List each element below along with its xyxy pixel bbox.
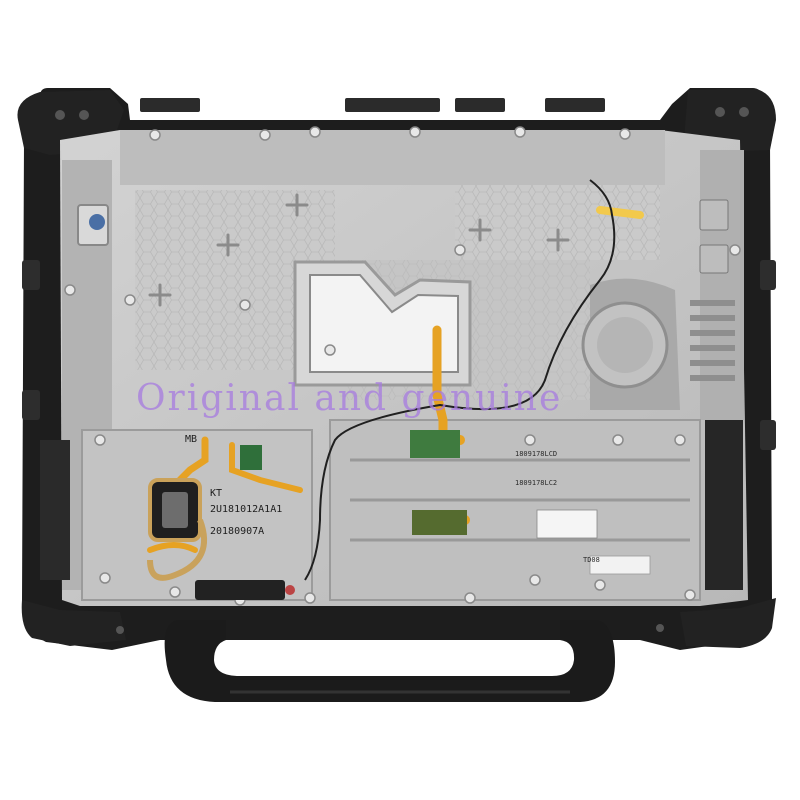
antenna-wire xyxy=(304,179,616,581)
white-sticker-small xyxy=(589,555,651,575)
mb-tag: MB xyxy=(185,434,197,445)
lcd-code-label-2: 1809178LC2 xyxy=(515,479,557,487)
speaker-connector xyxy=(285,585,295,595)
carry-handle xyxy=(164,620,615,702)
left-hinge-screw xyxy=(89,214,105,230)
green-board-left xyxy=(240,445,262,470)
stamp-label: TD08 xyxy=(583,556,600,564)
metal-chassis xyxy=(40,126,748,606)
green-board-top xyxy=(410,430,460,458)
green-board-bottom xyxy=(412,510,467,535)
white-sticker-label xyxy=(536,509,598,539)
right-hinge-bracket-top xyxy=(699,199,729,231)
date-code-label: 20180907A xyxy=(210,526,264,537)
watermark: Original and genuine xyxy=(136,378,562,419)
kt-label: KT xyxy=(210,488,222,499)
speaker-module xyxy=(195,580,285,600)
right-hinge-bracket-bottom xyxy=(699,244,729,274)
part-code-label: 2U181012A1A1 xyxy=(210,504,282,515)
lcd-code-label-1: 1809178LCD xyxy=(515,450,557,458)
heatsink-pad xyxy=(147,478,207,581)
